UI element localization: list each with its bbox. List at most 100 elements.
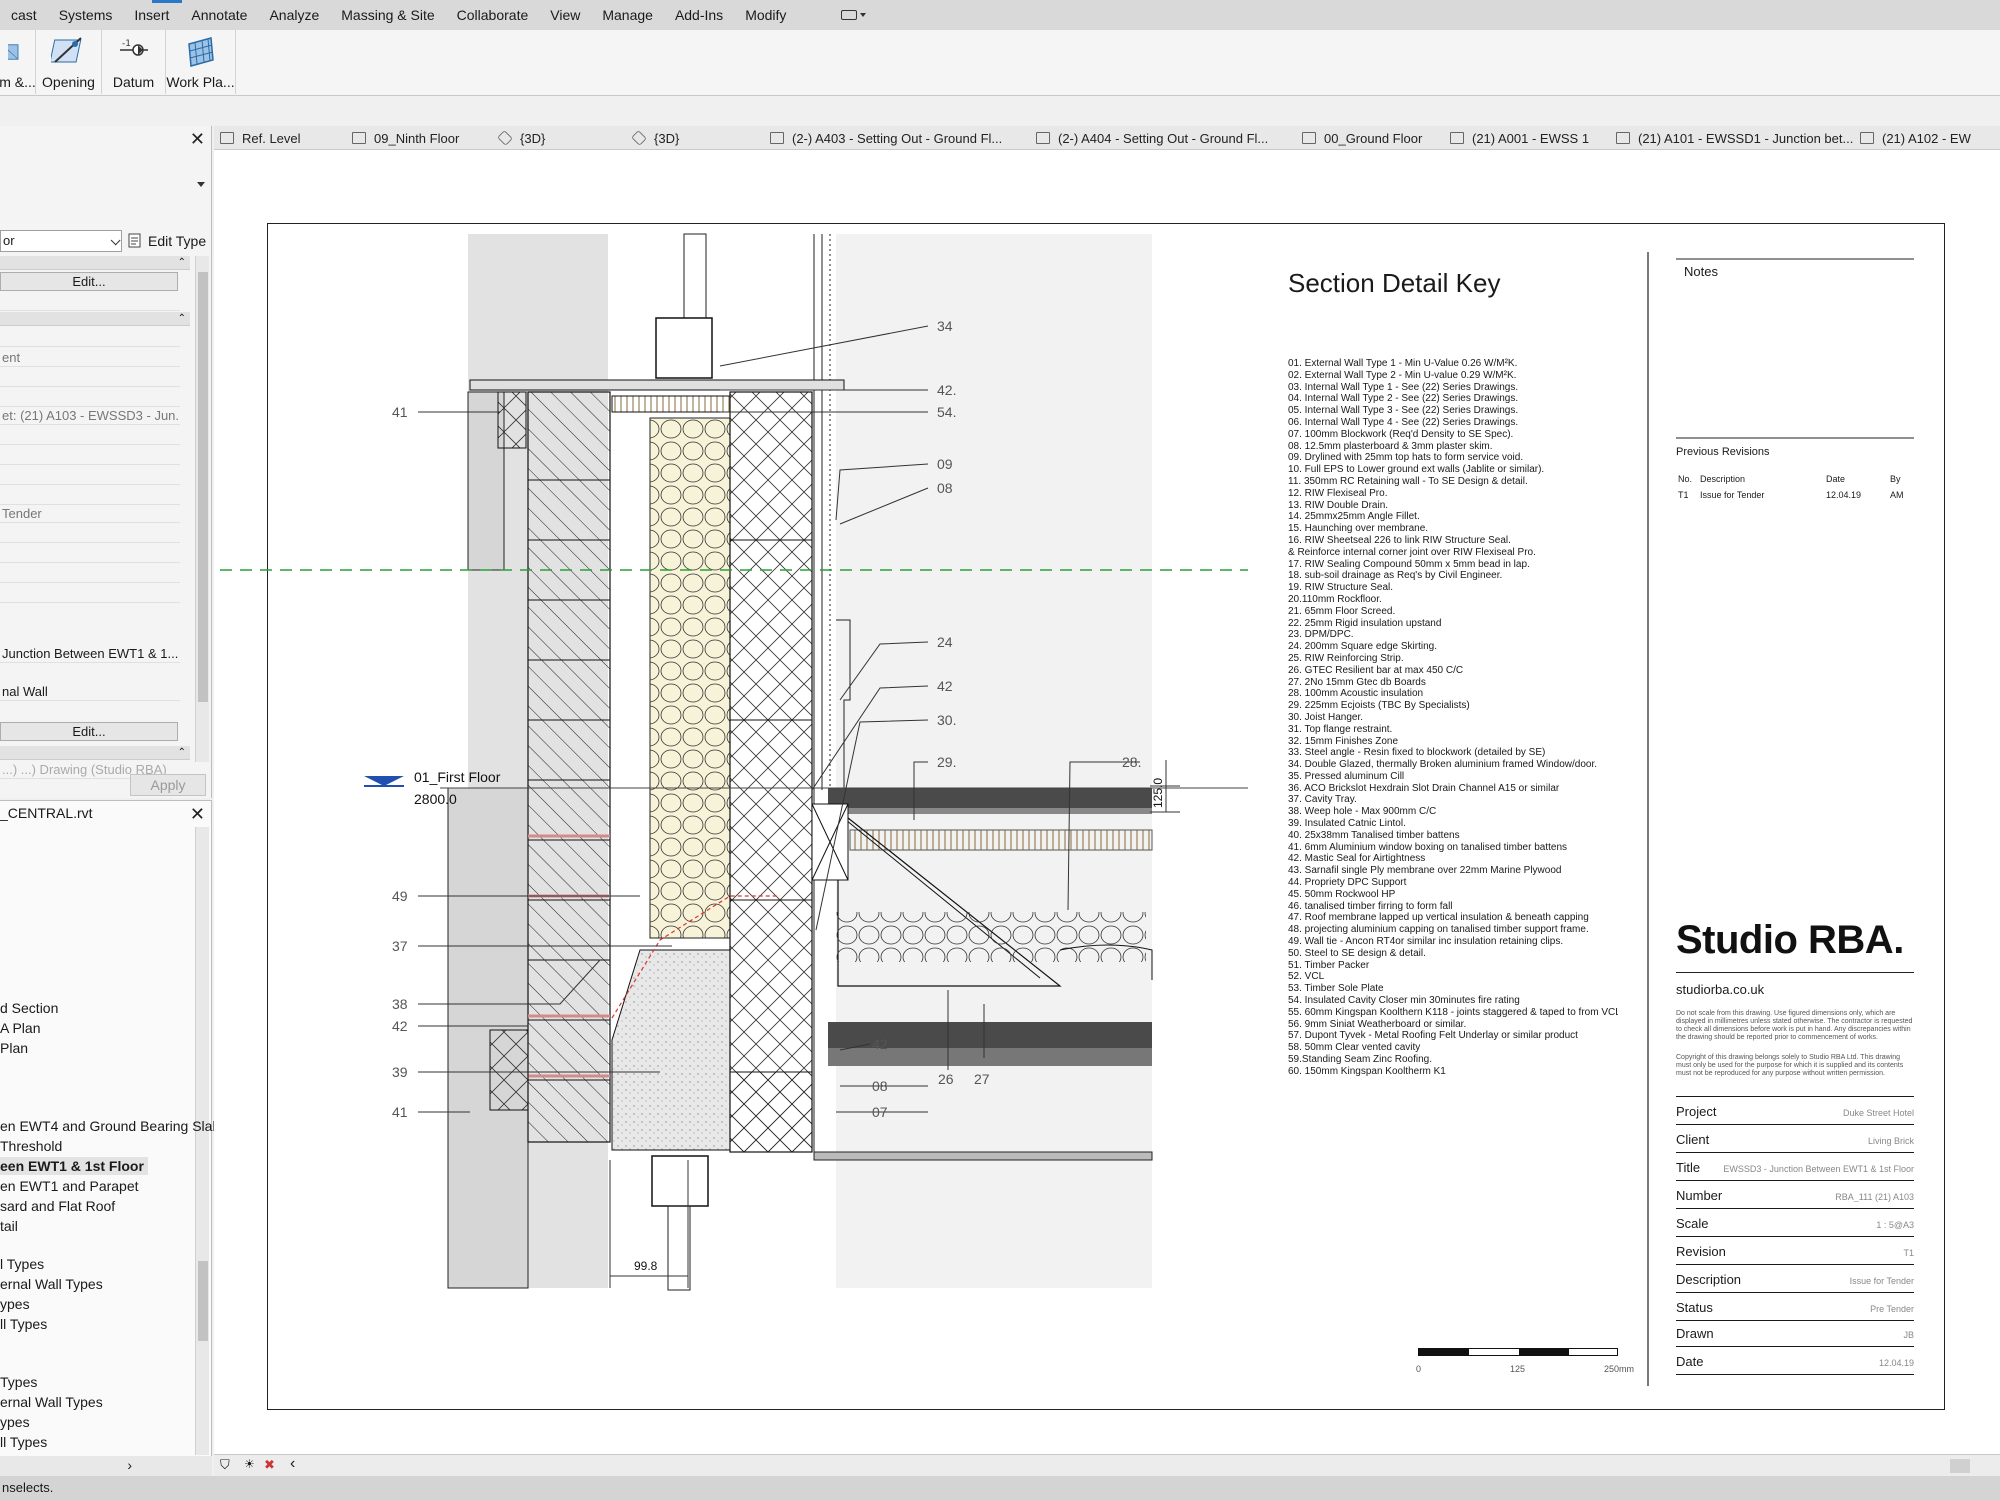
tree-item[interactable]: Plan: [0, 1040, 29, 1056]
prop-row-sheet[interactable]: et: (21) A103 - EWSSD3 - Jun...: [0, 408, 180, 425]
prop-row[interactable]: [0, 584, 180, 603]
section-header[interactable]: ⌃: [0, 256, 190, 270]
menu-view[interactable]: View: [550, 7, 581, 23]
key-item: 51. Timber Packer: [1288, 959, 1370, 971]
menu-add-ins[interactable]: Add-Ins: [674, 7, 724, 23]
menu-manage[interactable]: Manage: [602, 7, 653, 23]
prop-row[interactable]: [0, 388, 180, 407]
view-scale-icon[interactable]: ⛉: [220, 1457, 230, 1472]
temporary-hide-icon[interactable]: ✖: [264, 1457, 275, 1472]
tree-item[interactable]: ypes: [0, 1296, 30, 1312]
level-elevation[interactable]: 2800.0: [414, 791, 457, 807]
prop-row-sheet-name[interactable]: Junction Between EWT1 & 1...: [0, 646, 180, 663]
tree-item[interactable]: l Types: [0, 1256, 45, 1272]
tree-item[interactable]: en EWT1 and Parapet: [0, 1178, 139, 1194]
sun-path-icon[interactable]: ☀: [244, 1457, 255, 1471]
opening-icon: [50, 37, 82, 63]
prop-row[interactable]: [0, 544, 180, 563]
properties-scrollbar[interactable]: [195, 256, 209, 762]
divider: [1676, 1264, 1914, 1265]
tab-a403[interactable]: (2-) A403 - Setting Out - Ground Fl...: [764, 126, 1030, 149]
key-item: 11. 350mm RC Retaining wall - To SE Desi…: [1288, 475, 1528, 487]
ribbon-button-datum[interactable]: -1 Datum: [102, 30, 166, 94]
scroll-right-icon[interactable]: ›: [127, 1457, 132, 1473]
prop-row[interactable]: [0, 328, 180, 347]
tab-3d-2[interactable]: {3D}: [626, 126, 764, 149]
tree-item[interactable]: Types: [0, 1374, 38, 1390]
sheet-icon: [1450, 132, 1464, 144]
menu-systems[interactable]: Systems: [58, 7, 113, 23]
prop-row[interactable]: [0, 368, 180, 387]
tab-a102[interactable]: (21) A102 - EW: [1854, 126, 2000, 149]
ribbon-button-opening[interactable]: Opening: [36, 30, 102, 94]
menu-massing-site[interactable]: Massing & Site: [341, 7, 435, 23]
tree-item[interactable]: ernal Wall Types: [0, 1276, 103, 1292]
tree-item[interactable]: A Plan: [0, 1020, 41, 1036]
tree-item[interactable]: tail: [0, 1218, 18, 1234]
prop-row[interactable]: [0, 564, 180, 583]
prop-row-tender[interactable]: Tender: [0, 504, 180, 523]
contextual-dropdown-icon[interactable]: [841, 8, 867, 22]
rev-header-date: Date: [1826, 474, 1846, 484]
tree-item[interactable]: d Section: [0, 1000, 59, 1016]
menu-cast[interactable]: cast: [11, 7, 37, 23]
tree-item[interactable]: ernal Wall Types: [0, 1394, 103, 1410]
prop-row[interactable]: [0, 292, 180, 311]
tb-value-date: 12.04.19: [1878, 1358, 1914, 1368]
tree-item-selected[interactable]: een EWT1 & 1st Floor: [0, 1157, 148, 1175]
prop-row[interactable]: [0, 524, 180, 543]
ribbon-button-room[interactable]: m &...: [0, 30, 36, 94]
menu-annotate[interactable]: Annotate: [191, 7, 248, 23]
edit-button-2[interactable]: Edit...: [0, 722, 178, 741]
scroll-left-icon[interactable]: ‹: [290, 1455, 296, 1472]
tab-ninth-floor[interactable]: 09_Ninth Floor: [346, 126, 492, 149]
apply-button[interactable]: Apply: [130, 774, 206, 796]
dimension-99-8[interactable]: 99.8: [634, 1259, 658, 1273]
tree-item[interactable]: ll Types: [0, 1434, 48, 1450]
key-item: 17. RIW Sealing Compound 50mm x 5mm bead…: [1288, 558, 1530, 570]
tab-3d-1[interactable]: {3D}: [492, 126, 626, 149]
horizontal-scroll-thumb[interactable]: [1950, 1459, 1970, 1473]
key-item: 47. Roof membrane lapped up vertical ins…: [1288, 912, 1589, 924]
prop-row[interactable]: [0, 426, 180, 445]
menu-collaborate[interactable]: Collaborate: [456, 7, 529, 23]
browser-hscrollbar[interactable]: ›: [0, 1456, 212, 1476]
prop-row-ent[interactable]: ent: [0, 348, 180, 367]
menu-modify[interactable]: Modify: [745, 7, 787, 23]
menu-analyze[interactable]: Analyze: [269, 7, 320, 23]
tab-a001[interactable]: (21) A001 - EWSS 1: [1444, 126, 1610, 149]
browser-scrollbar[interactable]: [195, 827, 209, 1455]
edit-button-1[interactable]: Edit...: [0, 272, 178, 291]
prop-row-wall[interactable]: nal Wall: [0, 682, 180, 701]
dimension-125[interactable]: 125.0: [1151, 778, 1165, 808]
tree-item[interactable]: sard and Flat Roof: [0, 1198, 116, 1214]
scale-label-250: 250mm: [1604, 1364, 1635, 1374]
tree-item[interactable]: ll Types: [0, 1316, 48, 1332]
prop-row-cut[interactable]: ...) ...) Drawing (Studio RBA): [0, 760, 180, 779]
section-header[interactable]: ⌃: [0, 746, 190, 760]
type-filter-select[interactable]: or: [0, 230, 122, 252]
tree-item[interactable]: en EWT4 and Ground Bearing Slal: [0, 1118, 216, 1134]
tab-ref-level[interactable]: Ref. Level: [214, 126, 346, 149]
work-plane-icon: [187, 37, 214, 67]
close-browser-icon[interactable]: ✕: [189, 804, 205, 824]
prop-row[interactable]: [0, 446, 180, 465]
tag-39: 39: [392, 1064, 408, 1080]
tree-item[interactable]: ypes: [0, 1414, 30, 1430]
tab-a101[interactable]: (21) A101 - EWSSD1 - Junction bet...: [1610, 126, 1854, 149]
tab-a404[interactable]: (2-) A404 - Setting Out - Ground Fl...: [1030, 126, 1296, 149]
level-name[interactable]: 01_First Floor: [414, 769, 501, 785]
key-item: 40. 25x38mm Tanalised timber battens: [1288, 829, 1460, 841]
tree-item[interactable]: Threshold: [0, 1138, 63, 1154]
edit-type-icon: [128, 233, 141, 248]
prop-row[interactable]: [0, 486, 180, 505]
menu-insert[interactable]: Insert: [134, 7, 170, 23]
type-selector-chevron-icon[interactable]: [197, 182, 205, 187]
section-header[interactable]: ⌃: [0, 312, 190, 326]
close-properties-icon[interactable]: ✕: [189, 129, 205, 149]
tab-ground-floor[interactable]: 00_Ground Floor: [1296, 126, 1444, 149]
prop-row[interactable]: [0, 466, 180, 485]
edit-type-button[interactable]: Edit Type: [128, 230, 206, 252]
ribbon-button-work-plane[interactable]: Work Pla...: [166, 30, 236, 94]
